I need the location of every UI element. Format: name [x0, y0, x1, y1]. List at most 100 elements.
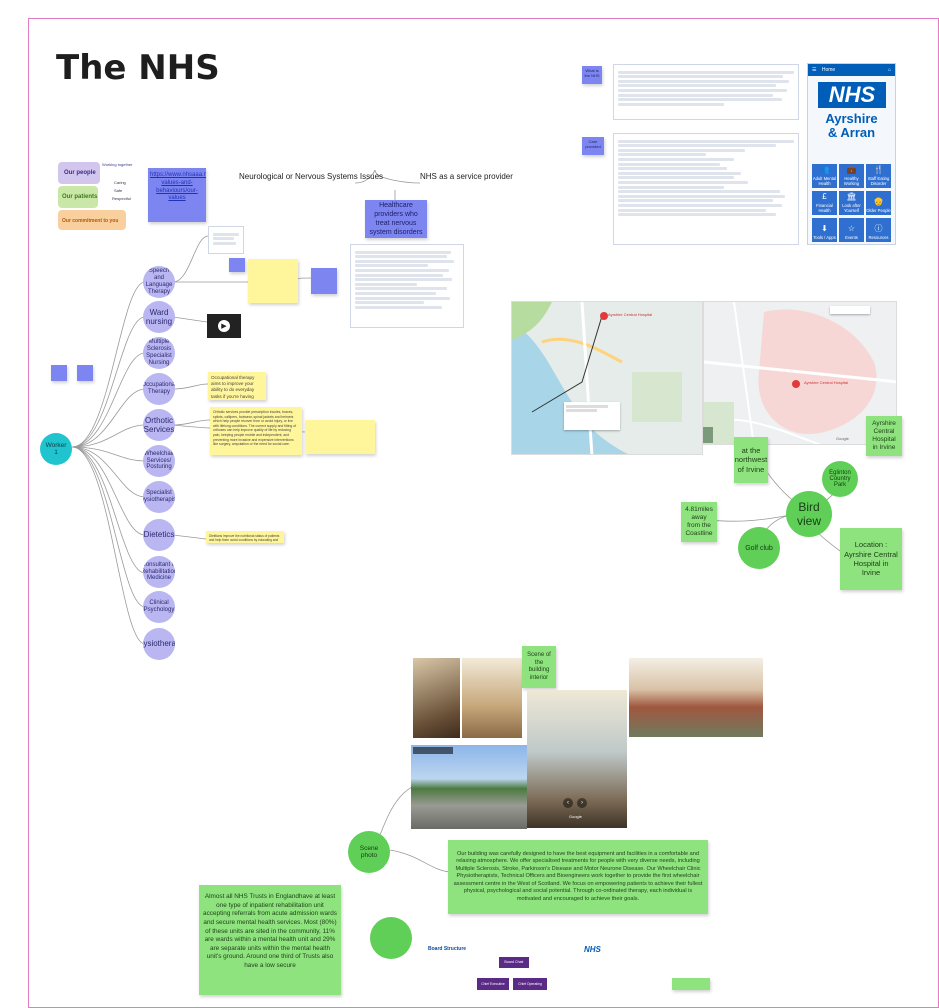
- note-northwest[interactable]: at the northwest of Irvine: [734, 437, 768, 483]
- tile-healthy-working[interactable]: 💼Healthy Working: [839, 164, 864, 188]
- mind-node-ms[interactable]: Multiple Sclerosis Specialist Nursing: [143, 337, 175, 369]
- mind-node-consultant[interactable]: Consultant in Rehabilitation Medicine: [143, 556, 175, 588]
- photo-atrium[interactable]: [629, 658, 763, 737]
- photo-ward-bed[interactable]: ‹ › Google: [527, 690, 627, 828]
- mind-node-physio-specialist[interactable]: Specialist physiotherapists: [143, 481, 175, 513]
- tile-tools-apps[interactable]: ⬇Tools / Apps: [812, 218, 837, 242]
- info-icon: ⓘ: [874, 224, 883, 233]
- note-interior[interactable]: Scene of the building interior: [522, 646, 556, 688]
- header-neurological: Neurological or Nervous Systems Issues: [239, 172, 384, 181]
- play-icon[interactable]: ▶: [218, 320, 230, 332]
- note-dietetics[interactable]: Dietitians improve the nutritional statu…: [206, 531, 284, 543]
- map-local[interactable]: Ayrshire Central Hospital Google: [703, 301, 897, 445]
- mind-node-physiotherapy[interactable]: Physiotherapy: [143, 628, 175, 660]
- elder-icon: 👴: [873, 197, 884, 206]
- tile-events[interactable]: ☆Events: [839, 218, 864, 242]
- tile-financial-health[interactable]: £Financial Health: [812, 191, 837, 215]
- note-distance[interactable]: 4.81miles away from the Coastline: [681, 502, 717, 542]
- map-copyright: Google: [836, 436, 849, 441]
- board-chair-box: Board Chair: [499, 957, 529, 968]
- board-child-1: Chief Executive: [477, 978, 509, 990]
- values-link-note[interactable]: https://www.nhsaaa.net/careers/our-value…: [148, 168, 206, 222]
- circle-small-green[interactable]: [370, 917, 412, 959]
- briefcase-icon: 💼: [846, 165, 857, 174]
- values-safe: Safe: [114, 188, 123, 193]
- label-care-provided[interactable]: Care provided: [582, 137, 604, 155]
- values-respectful: Respectful: [112, 196, 131, 201]
- mind-node-dietetics[interactable]: Dietetics: [143, 519, 175, 551]
- tile-eating-disorder[interactable]: 🍴Staff Eating Disorder: [866, 164, 891, 188]
- video-thumbnail[interactable]: ▶: [207, 314, 241, 338]
- nhs-small-logo: NHS: [584, 945, 601, 954]
- circle-bird-view[interactable]: Bird view: [786, 491, 832, 537]
- map-local-hospital-label: Ayrshire Central Hospital: [804, 380, 849, 385]
- streetview-brand: Google: [569, 814, 582, 819]
- speech-note[interactable]: [248, 259, 298, 303]
- nhs-app-screenshot[interactable]: ☰ Home ⌂ NHS Ayrshire & Arran 👥Adult Men…: [807, 63, 896, 245]
- next-arrow-icon[interactable]: ›: [577, 798, 587, 808]
- mind-node-wheelchair[interactable]: Wheelchair Services/ Posturing: [143, 445, 175, 477]
- star-icon: ☆: [847, 224, 856, 233]
- worker-node[interactable]: Worker 1: [40, 433, 72, 465]
- note-location[interactable]: Location : Ayrshire Central Hospital in …: [840, 528, 902, 590]
- header-nhs-provider: NHS as a service provider: [420, 172, 513, 181]
- photo-interior-2[interactable]: [462, 658, 522, 738]
- tile-older-people[interactable]: 👴Older People: [866, 191, 891, 215]
- nhs-doc-2[interactable]: [613, 133, 799, 245]
- values-speech-graphic: Our people Our patients Our commitment t…: [58, 158, 132, 230]
- nhs-logo-line2: & Arran: [827, 125, 876, 140]
- note-occupational[interactable]: Occupational therapy aims to improve you…: [208, 372, 266, 400]
- map-regional-graphic: [512, 302, 682, 454]
- note-building-description[interactable]: Our building was carefully designed to h…: [448, 840, 708, 914]
- circle-eglinton[interactable]: Eglinton Country Park: [822, 461, 858, 497]
- circle-scene-photo[interactable]: Scene photo: [348, 831, 390, 873]
- map-search-chip[interactable]: [830, 306, 870, 314]
- values-working-together: Working together: [102, 162, 133, 167]
- provider-sticky[interactable]: Healthcare providers who treat nervous s…: [365, 200, 427, 238]
- speech-blue-tag[interactable]: [229, 258, 245, 272]
- values-caring: Caring: [114, 180, 126, 185]
- people-icon: 👥: [819, 165, 830, 174]
- note-orthotic-extra[interactable]: [305, 420, 375, 454]
- mind-node-occupational[interactable]: Occupational Therapy: [143, 373, 175, 405]
- building-icon: 🏛: [846, 192, 857, 201]
- map-thumbnail[interactable]: [703, 427, 713, 443]
- photo-building-exterior[interactable]: [411, 745, 527, 829]
- speech-doc[interactable]: [208, 226, 244, 254]
- home-icon[interactable]: ⌂: [887, 67, 891, 73]
- mind-node-orthotic[interactable]: Orthotic Services: [143, 409, 175, 441]
- map-measure-popup: [564, 402, 620, 430]
- tile-adult-mental-health[interactable]: 👥Adult Mental Health: [812, 164, 837, 188]
- utensils-icon: 🍴: [873, 165, 884, 174]
- provider-small-note[interactable]: [311, 268, 337, 294]
- streetview-overlay: [413, 747, 453, 754]
- mind-node-speech[interactable]: Speech and Language Therapy: [143, 266, 175, 298]
- tile-look-after-yourself[interactable]: 🏛Look after Yourself: [839, 191, 864, 215]
- note-orthotic[interactable]: Orthotic services provide prescription i…: [210, 407, 302, 455]
- app-header: ☰ Home ⌂: [808, 64, 895, 76]
- note-bottom-right[interactable]: [672, 978, 710, 990]
- menu-icon[interactable]: ☰: [812, 67, 817, 73]
- page-title: The NHS: [56, 48, 220, 88]
- blue-tag-left-1[interactable]: [51, 365, 67, 381]
- app-header-title: Home: [821, 67, 836, 73]
- board-structure-title: Board Structure: [428, 946, 467, 952]
- map-hospital-label: Ayrshire Central Hospital: [608, 312, 653, 317]
- photo-interior-1[interactable]: [413, 658, 460, 738]
- nhs-doc-1[interactable]: [613, 64, 799, 120]
- mind-node-ward[interactable]: Ward nursing: [143, 301, 175, 333]
- provider-document[interactable]: [350, 244, 464, 328]
- nhs-logo-line1: Ayrshire: [825, 111, 878, 126]
- map-regional[interactable]: Ayrshire Central Hospital: [511, 301, 703, 455]
- mind-node-psychology[interactable]: Clinical Psychology: [143, 591, 175, 623]
- download-icon: ⬇: [821, 224, 828, 233]
- blue-tag-left-2[interactable]: [77, 365, 93, 381]
- label-what-is-nhs[interactable]: What is the NHS: [582, 66, 602, 84]
- note-rehab-units[interactable]: Almost all NHS Trusts in Englandhave at …: [199, 885, 341, 995]
- circle-golf-club[interactable]: Golf club: [738, 527, 780, 569]
- values-our-people: Our people: [64, 170, 96, 176]
- prev-arrow-icon[interactable]: ‹: [563, 798, 573, 808]
- note-hospital-top[interactable]: Ayrshire Central Hospital in Irvine: [866, 416, 902, 456]
